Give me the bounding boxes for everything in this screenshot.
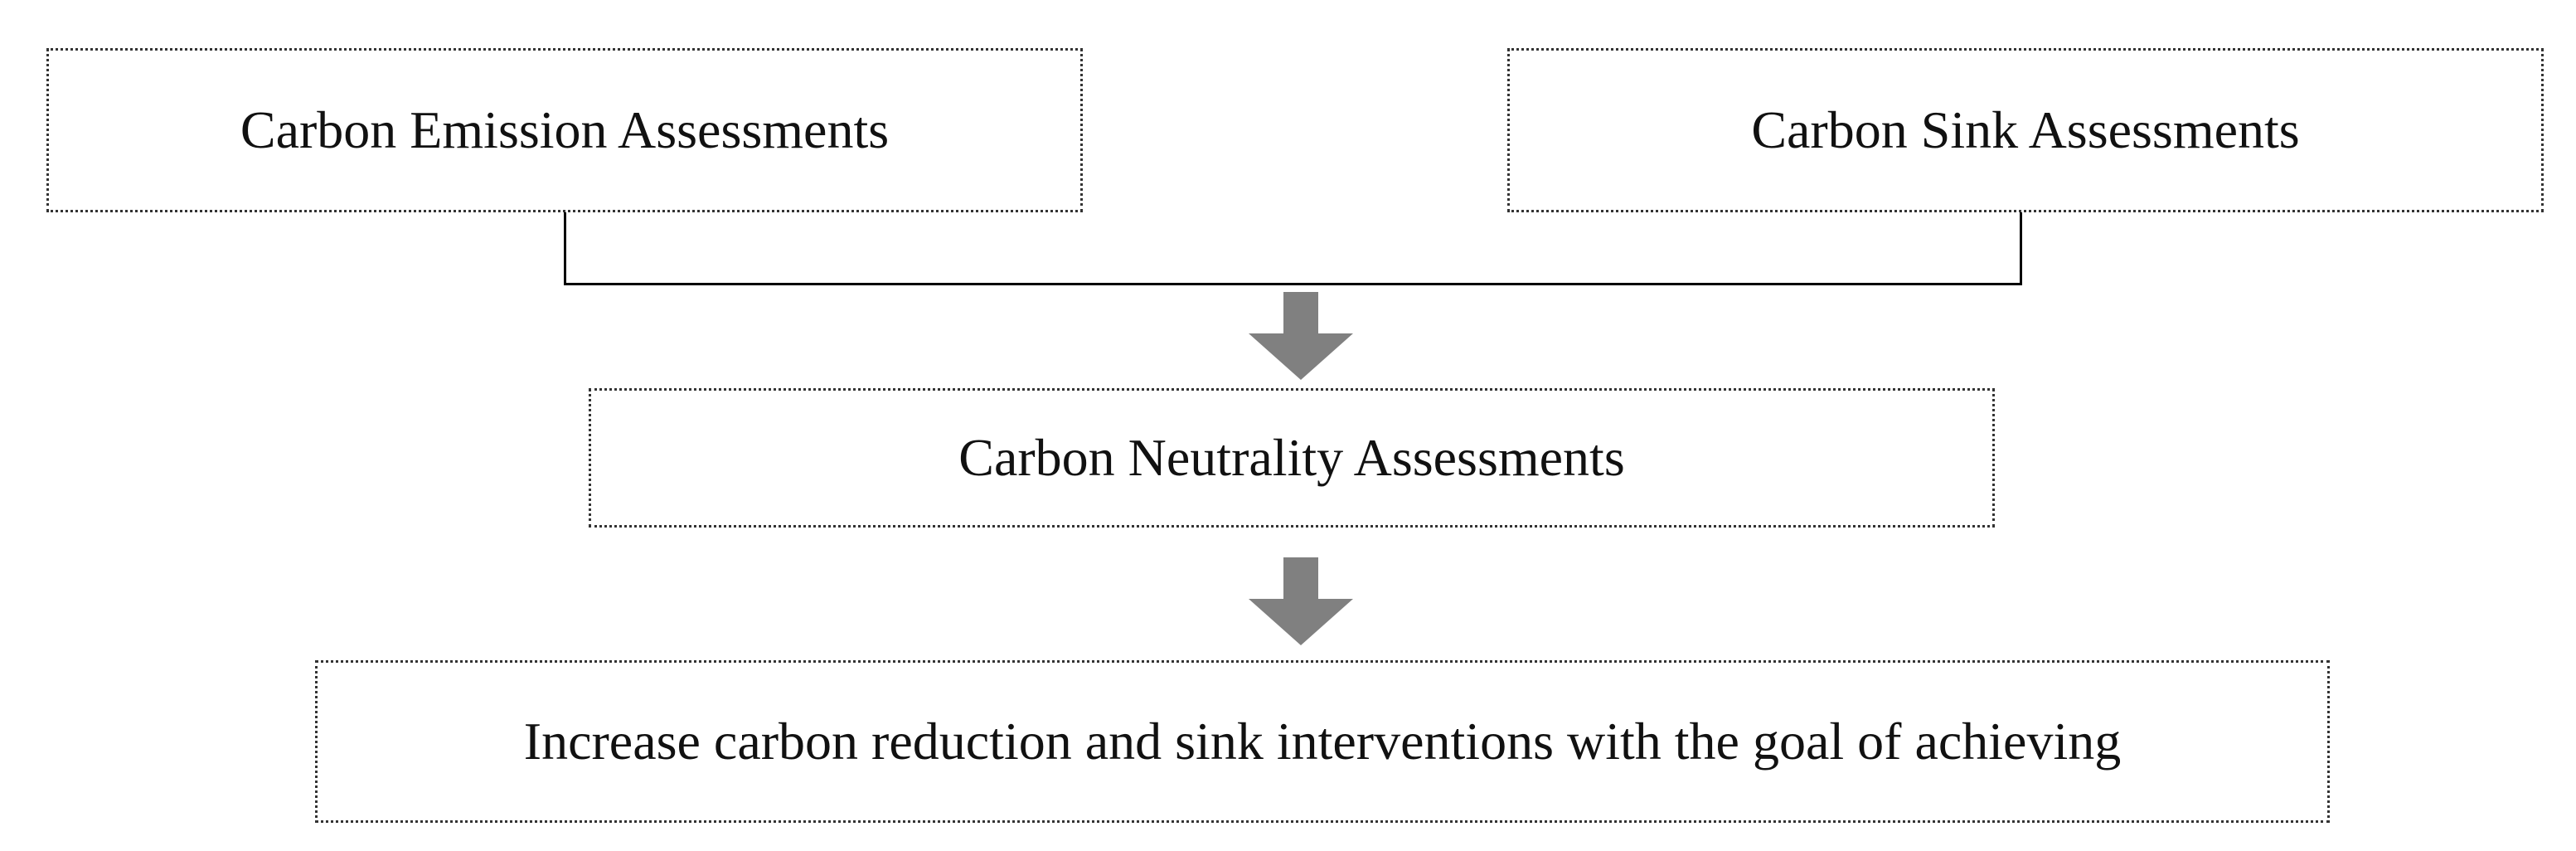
goal-box: Increase carbon reduction and sink inter… [315,660,2330,823]
down-arrow-icon [1249,292,1353,380]
goal-label: Increase carbon reduction and sink inter… [523,712,2122,771]
carbon-neutrality-assessments-label: Carbon Neutrality Assessments [958,428,1625,487]
connector-horizontal [564,283,2022,285]
carbon-sink-assessments-box: Carbon Sink Assessments [1507,48,2544,212]
connector-left-vertical [564,212,566,285]
down-arrow-icon [1249,557,1353,645]
carbon-neutrality-assessments-box: Carbon Neutrality Assessments [589,388,1995,528]
connector-right-vertical [2020,212,2022,285]
carbon-sink-assessments-label: Carbon Sink Assessments [1751,100,2300,159]
carbon-emission-assessments-label: Carbon Emission Assessments [240,100,890,159]
carbon-emission-assessments-box: Carbon Emission Assessments [46,48,1083,212]
